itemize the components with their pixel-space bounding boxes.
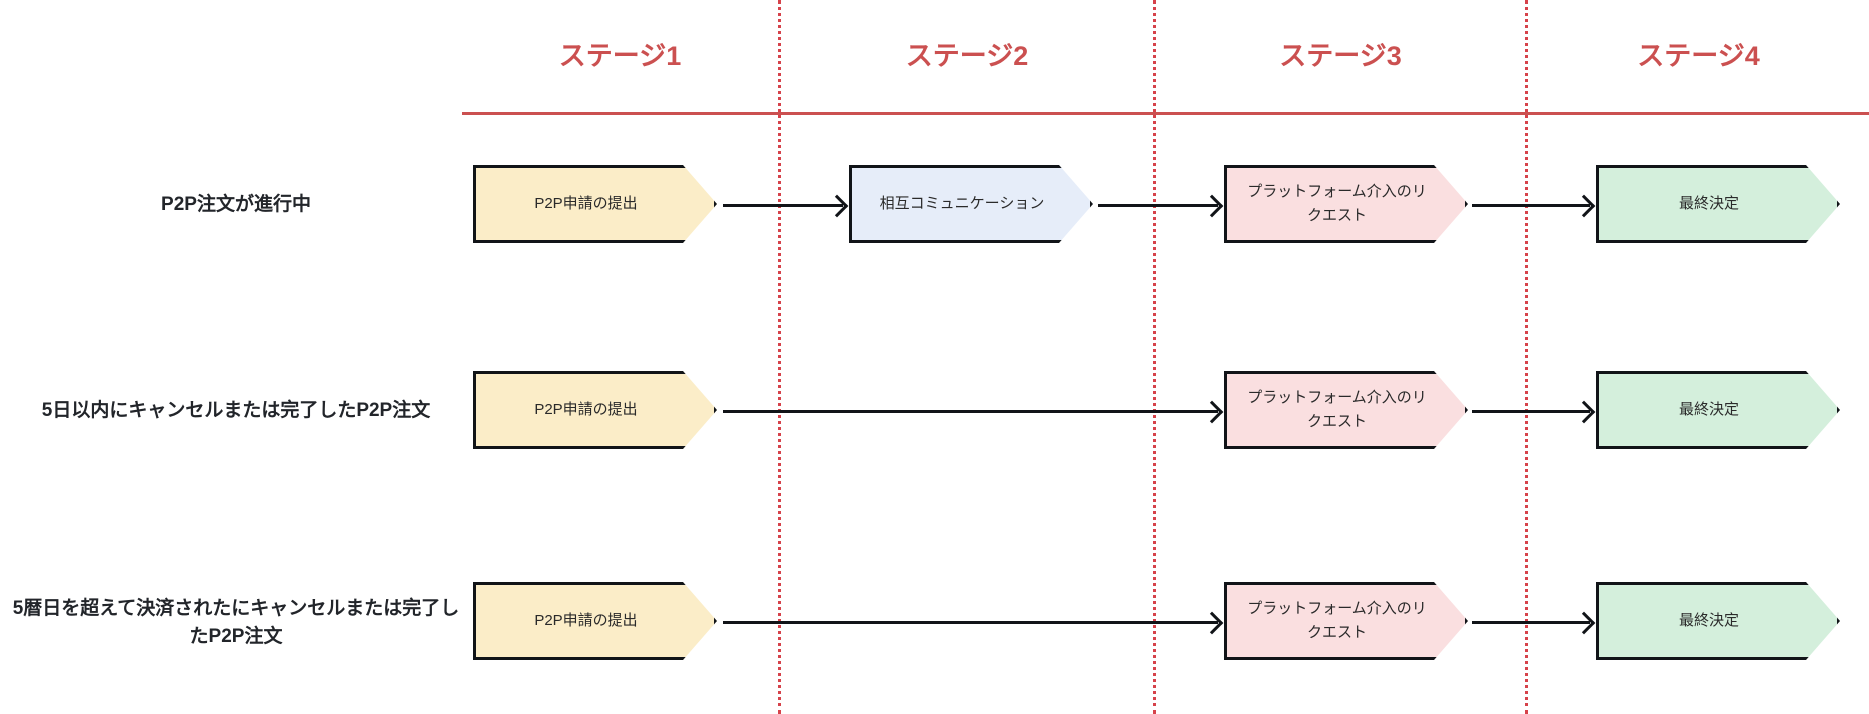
node-r2-final-decision[interactable]: 最終決定 [1596, 371, 1840, 449]
node-label: プラットフォーム介入のリクエスト [1247, 389, 1427, 430]
stage-divider-2 [1153, 0, 1156, 714]
stage-header-4: ステージ4 [1637, 41, 1760, 71]
node-r2-platform-intervention[interactable]: プラットフォーム介入のリクエスト [1224, 371, 1468, 449]
node-label: 相互コミュニケーション [879, 195, 1045, 212]
stage-header-1: ステージ1 [558, 41, 682, 71]
node-label: 最終決定 [1678, 195, 1739, 212]
node-r2-submit-application[interactable]: P2P申請の提出 [473, 371, 717, 449]
row-label-3: 5暦日を超えて決済されたにキャンセルまたは完了したP2P注文 [12, 598, 460, 647]
node-label: 最終決定 [1678, 612, 1739, 629]
stage-header-3: ステージ3 [1279, 41, 1402, 71]
connector-r3-s1-s3 [723, 621, 1218, 624]
node-label: プラットフォーム介入のリクエスト [1247, 600, 1427, 641]
header-rule [462, 112, 1869, 115]
node-r1-final-decision[interactable]: 最終決定 [1596, 165, 1840, 243]
node-label: 最終決定 [1678, 401, 1739, 418]
node-r3-submit-application[interactable]: P2P申請の提出 [473, 582, 717, 660]
row-label-1: P2P注文が進行中 [161, 194, 311, 215]
node-label: P2P申請の提出 [534, 195, 638, 212]
node-r1-platform-intervention[interactable]: プラットフォーム介入のリクエスト [1224, 165, 1468, 243]
stage-divider-1 [778, 0, 781, 714]
node-label: プラットフォーム介入のリクエスト [1247, 183, 1427, 224]
connector-r2-s3-s4 [1472, 410, 1590, 413]
node-r3-platform-intervention[interactable]: プラットフォーム介入のリクエスト [1224, 582, 1468, 660]
node-label: P2P申請の提出 [534, 612, 638, 629]
stage-header-2: ステージ2 [905, 41, 1029, 71]
node-r1-submit-application[interactable]: P2P申請の提出 [473, 165, 717, 243]
node-label: P2P申請の提出 [534, 401, 638, 418]
connector-r1-s1-s2 [723, 204, 843, 207]
connector-r3-s3-s4 [1472, 621, 1590, 624]
connector-r2-s1-s3 [723, 410, 1218, 413]
node-r3-final-decision[interactable]: 最終決定 [1596, 582, 1840, 660]
node-r1-mutual-communication[interactable]: 相互コミュニケーション [849, 165, 1093, 243]
connector-r1-s2-s3 [1098, 204, 1218, 207]
stage-divider-3 [1525, 0, 1528, 714]
row-label-2: 5日以内にキャンセルまたは完了したP2P注文 [41, 400, 431, 421]
connector-r1-s3-s4 [1472, 204, 1590, 207]
